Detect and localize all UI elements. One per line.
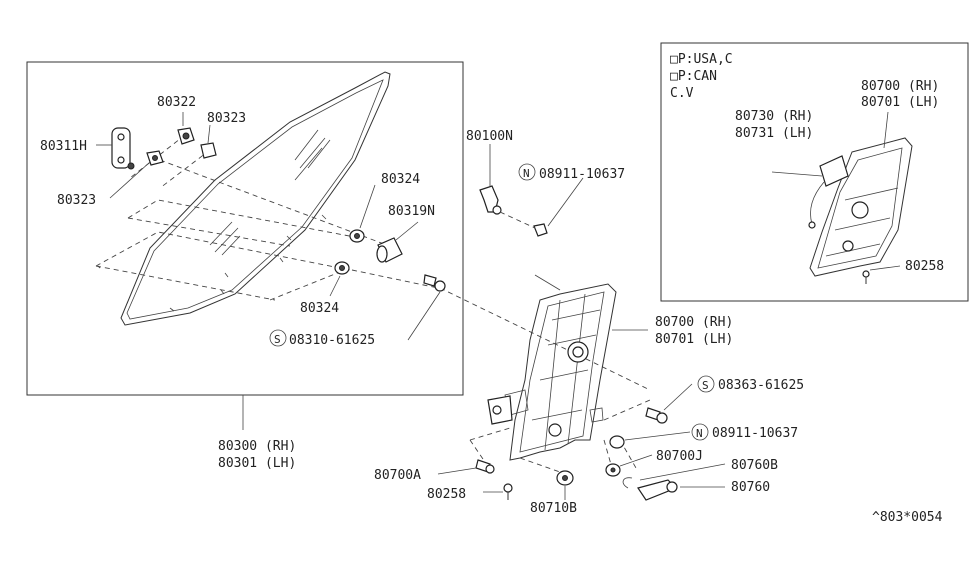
leader-08911-upper	[547, 177, 584, 227]
label-80322: 80322	[157, 95, 196, 110]
washer-80700j	[605, 463, 621, 477]
clip-80323-lower	[146, 150, 164, 166]
screw-80258-main	[503, 483, 513, 500]
dash-80100n	[499, 211, 536, 229]
bushing-80324-lower	[334, 261, 350, 275]
nut-08911-upper	[533, 223, 548, 237]
s-marker: S	[274, 333, 281, 346]
inset-spec-line-1: □P:USA,C	[670, 52, 733, 67]
nut-08911-upper-callout: N 08911-10637	[518, 163, 625, 182]
leader-80700a	[437, 467, 477, 475]
label-80710b: 80710B	[530, 501, 577, 516]
inset-screw-80258	[862, 265, 901, 284]
power-window-regulator	[771, 137, 913, 277]
bolt-80700a	[475, 459, 495, 474]
label-08911-10637-lower: 08911-10637	[712, 426, 798, 441]
label-80700-rh: 80700 (RH)	[655, 315, 733, 330]
label-08911-10637-upper: 08911-10637	[539, 167, 625, 182]
label-80324-lower: 80324	[300, 301, 339, 316]
glass-assembly-box	[26, 61, 464, 396]
label-80301-lh: 80301 (LH)	[218, 456, 296, 471]
leaders-left	[96, 112, 441, 430]
inset-spec-line-3: C.V	[670, 86, 694, 101]
inset-label-80700-rh: 80700 (RH)	[861, 79, 939, 94]
inset-leader-regulator	[883, 111, 889, 149]
label-08363-61625: 08363-61625	[718, 378, 804, 393]
inset-label-80731-lh: 80731 (LH)	[735, 126, 813, 141]
nut-08911-lower-callout: N 08911-10637	[691, 423, 798, 441]
bracket-80311h	[111, 127, 135, 170]
bushing-80710b	[556, 470, 574, 486]
label-08310-61625: 08310-61625	[289, 333, 375, 348]
dash-lower-regulator	[469, 427, 561, 473]
power-window-inset-box	[660, 42, 969, 302]
clip-80323-upper	[200, 142, 217, 159]
inset-label-80701-lh: 80701 (LH)	[861, 95, 939, 110]
screw-08310-callout: S 08310-61625	[269, 329, 375, 348]
clip-80760b	[622, 477, 633, 489]
n-marker-upper: N	[523, 167, 530, 180]
bushing-80324-upper	[349, 229, 365, 243]
label-80760: 80760	[731, 480, 770, 495]
n-marker-lower: N	[696, 427, 703, 440]
inset-label-80730-rh: 80730 (RH)	[735, 109, 813, 124]
window-regulator	[487, 274, 617, 461]
figure-code: ^803*0054	[872, 510, 943, 525]
label-80100n: 80100N	[466, 129, 513, 144]
s-marker-08363: S	[702, 379, 709, 392]
leaders-right-regulator	[619, 383, 726, 488]
screw-08363-callout: S 08363-61625	[697, 375, 804, 393]
label-80701-lh: 80701 (LH)	[655, 332, 733, 347]
handle-80760	[637, 479, 678, 501]
bracket-80100n	[479, 185, 502, 215]
dash-right-regulator	[603, 399, 651, 469]
inset-spec-line-2: □P:CAN	[670, 69, 717, 84]
label-80258-main: 80258	[427, 487, 466, 502]
inset-label-80258: 80258	[905, 259, 944, 274]
label-80700a: 80700A	[374, 468, 421, 483]
label-80700j: 80700J	[656, 449, 703, 464]
label-80323-upper: 80323	[207, 111, 246, 126]
door-glass	[120, 71, 391, 326]
bolt-08363	[645, 407, 668, 424]
glass-dash-lines	[95, 134, 651, 391]
label-80300-rh: 80300 (RH)	[218, 439, 296, 454]
label-80323-lower: 80323	[57, 193, 96, 208]
label-80319n: 80319N	[388, 204, 435, 219]
bolt-08310	[423, 274, 446, 292]
label-80760b: 80760B	[731, 458, 778, 473]
clip-80322	[177, 127, 195, 145]
roller-80319n	[376, 237, 403, 263]
label-80311h: 80311H	[40, 139, 87, 154]
label-80324-upper: 80324	[381, 172, 420, 187]
nut-08911-lower	[609, 435, 625, 449]
